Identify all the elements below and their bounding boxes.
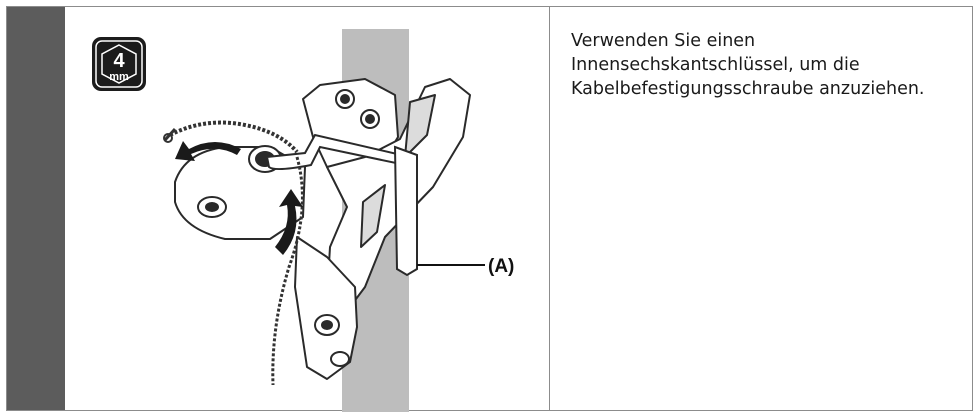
instruction-text: Verwenden Sie einen Innensechskantschlüs… [571, 31, 925, 99]
callout-label-a: (A) [488, 256, 514, 277]
derailleur-illustration: 4 mm [92, 29, 514, 412]
text-cell: Verwenden Sie einen Innensechskantschlüs… [550, 7, 972, 410]
side-bar [7, 7, 65, 410]
badge-size: 4 [113, 50, 125, 72]
instruction-table: 4 mm [6, 6, 973, 412]
cable-lower [271, 156, 304, 386]
cable-upper [169, 120, 299, 154]
rotation-arrow-left-icon [175, 141, 241, 161]
hex-key-badge: 4 mm [92, 37, 146, 91]
illustration-cell: 4 mm [65, 7, 549, 412]
rotation-arrow-up-icon [275, 189, 303, 255]
cell-divider [549, 7, 550, 410]
allen-key-shaft [393, 145, 418, 277]
badge-unit: mm [109, 71, 129, 83]
